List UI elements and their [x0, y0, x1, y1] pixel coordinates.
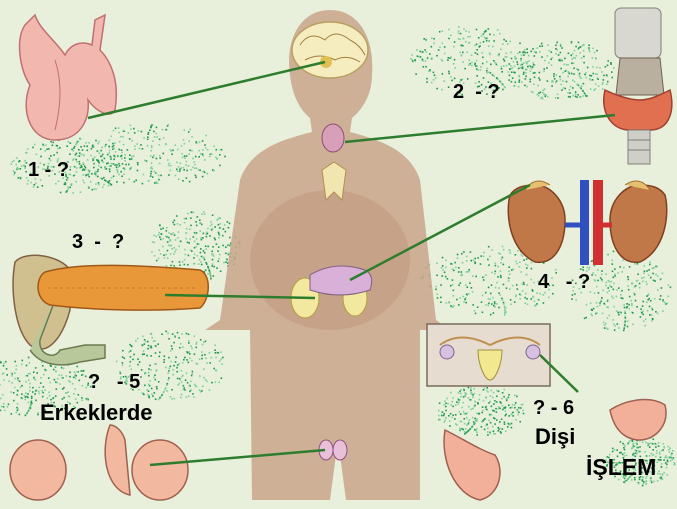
adrenal-kidney-organ [508, 180, 666, 265]
label-6-subtitle: Dişi [535, 426, 575, 448]
label-2: 2 - ? [453, 82, 500, 102]
label-4: 4 - ? [538, 272, 590, 292]
thyroid-small [322, 124, 344, 152]
label-5-subtitle: Erkeklerde [40, 402, 153, 424]
label-1: 1 - ? [28, 160, 69, 180]
brain-organ [292, 22, 368, 78]
label-process: İŞLEM [586, 456, 656, 479]
label-5: ? - 5 [88, 372, 140, 392]
label-3: 3 - ? [72, 232, 124, 252]
label-6: ? - 6 [533, 398, 574, 418]
ovary-uterus-inset [427, 324, 550, 386]
